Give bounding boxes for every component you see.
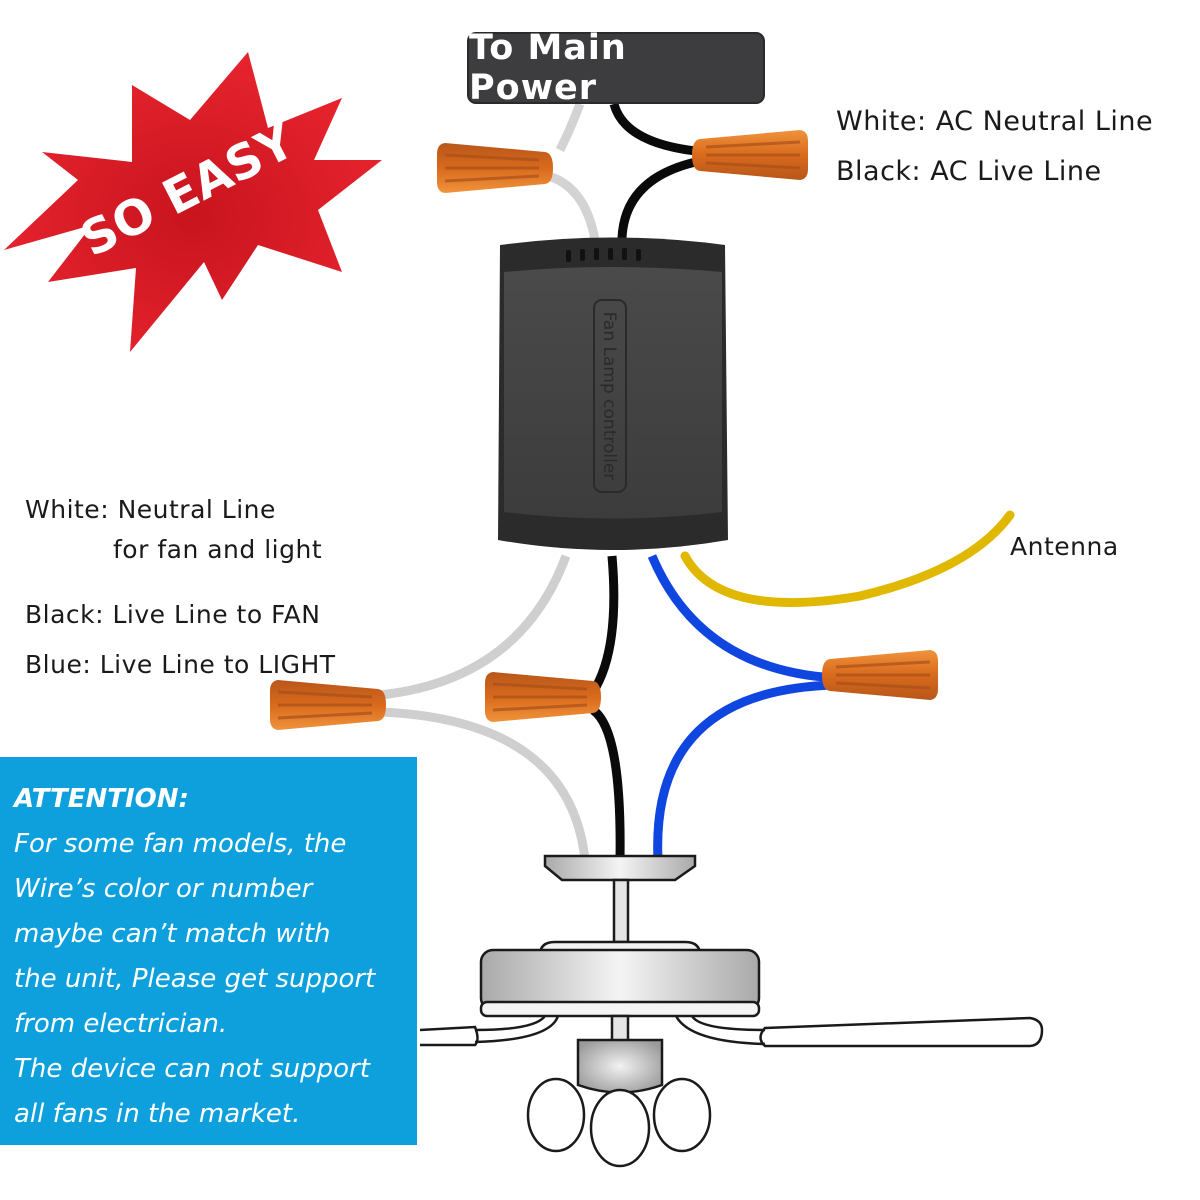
fan-blade-right xyxy=(759,1016,1044,1048)
light-bulb-icon xyxy=(526,1077,586,1153)
attention-notice: ATTENTION: For some fan models, the Wire… xyxy=(0,757,417,1145)
lower-wires xyxy=(379,510,1015,861)
light-bulb-icon xyxy=(652,1077,712,1153)
attention-line: For some fan models, the xyxy=(14,829,347,859)
attention-line: all fans in the market. xyxy=(14,1099,301,1129)
blue-wire-to-connector xyxy=(647,554,836,683)
white-wire-top-in xyxy=(555,102,585,153)
attention-line: The device can not support xyxy=(14,1054,370,1084)
legend-white-ac-neutral: White: AC Neutral Line xyxy=(836,106,1154,137)
controller-label: Fan Lamp controller xyxy=(599,312,619,481)
so-easy-badge: SO EASY xyxy=(4,52,382,352)
attention-title: ATTENTION: xyxy=(14,784,189,814)
wire-connector-icon xyxy=(483,670,603,724)
attention-line: maybe can’t match with xyxy=(14,919,331,949)
light-kit xyxy=(576,1038,664,1094)
ceiling-canopy xyxy=(543,854,697,882)
starburst-icon xyxy=(4,52,382,352)
black-wire-top-in xyxy=(609,102,706,157)
blade-arm-left xyxy=(474,1015,560,1044)
antenna-label: Antenna xyxy=(1010,532,1119,561)
controller-box: Fan Lamp controller xyxy=(498,237,728,550)
light-bulb-icon xyxy=(589,1088,651,1168)
black-wire-top-out xyxy=(617,155,706,239)
legend-black-ac-live: Black: AC Live Line xyxy=(836,156,1102,187)
blade-arm-right xyxy=(674,1015,766,1046)
attention-line: the unit, Please get support xyxy=(14,964,376,994)
main-power-text: To Main Power xyxy=(469,28,627,108)
main-power-label: To Main Power xyxy=(467,28,765,108)
legend-blue-light: Blue: Live Line to LIGHT xyxy=(25,650,336,679)
white-wire-to-connector xyxy=(379,554,571,700)
fan-blade-left xyxy=(419,1025,479,1047)
vent-icon xyxy=(566,248,641,262)
attention-line: from electrician. xyxy=(14,1009,228,1039)
antenna-wire xyxy=(680,510,1015,608)
top-wires xyxy=(543,102,706,241)
wire-connector-icon xyxy=(268,678,388,732)
legend-white-neutral: White: Neutral Line xyxy=(25,495,276,524)
ceiling-fan xyxy=(419,854,1044,1168)
downrod xyxy=(612,878,630,944)
black-wire-to-connector xyxy=(589,555,619,695)
black-wire-to-fan xyxy=(590,706,625,861)
legend-black-fan: Black: Live Line to FAN xyxy=(25,600,321,629)
white-wire-to-fan xyxy=(379,707,590,861)
wire-connector-icon xyxy=(690,128,810,182)
blue-wire-to-fan xyxy=(653,680,836,861)
white-wire-top-out xyxy=(543,170,600,241)
legend-white-neutral-cont: for fan and light xyxy=(113,535,323,564)
wire-connector-icon xyxy=(820,648,940,702)
wire-connector-icon xyxy=(435,141,555,195)
attention-line: Wire’s color or number xyxy=(14,874,313,904)
